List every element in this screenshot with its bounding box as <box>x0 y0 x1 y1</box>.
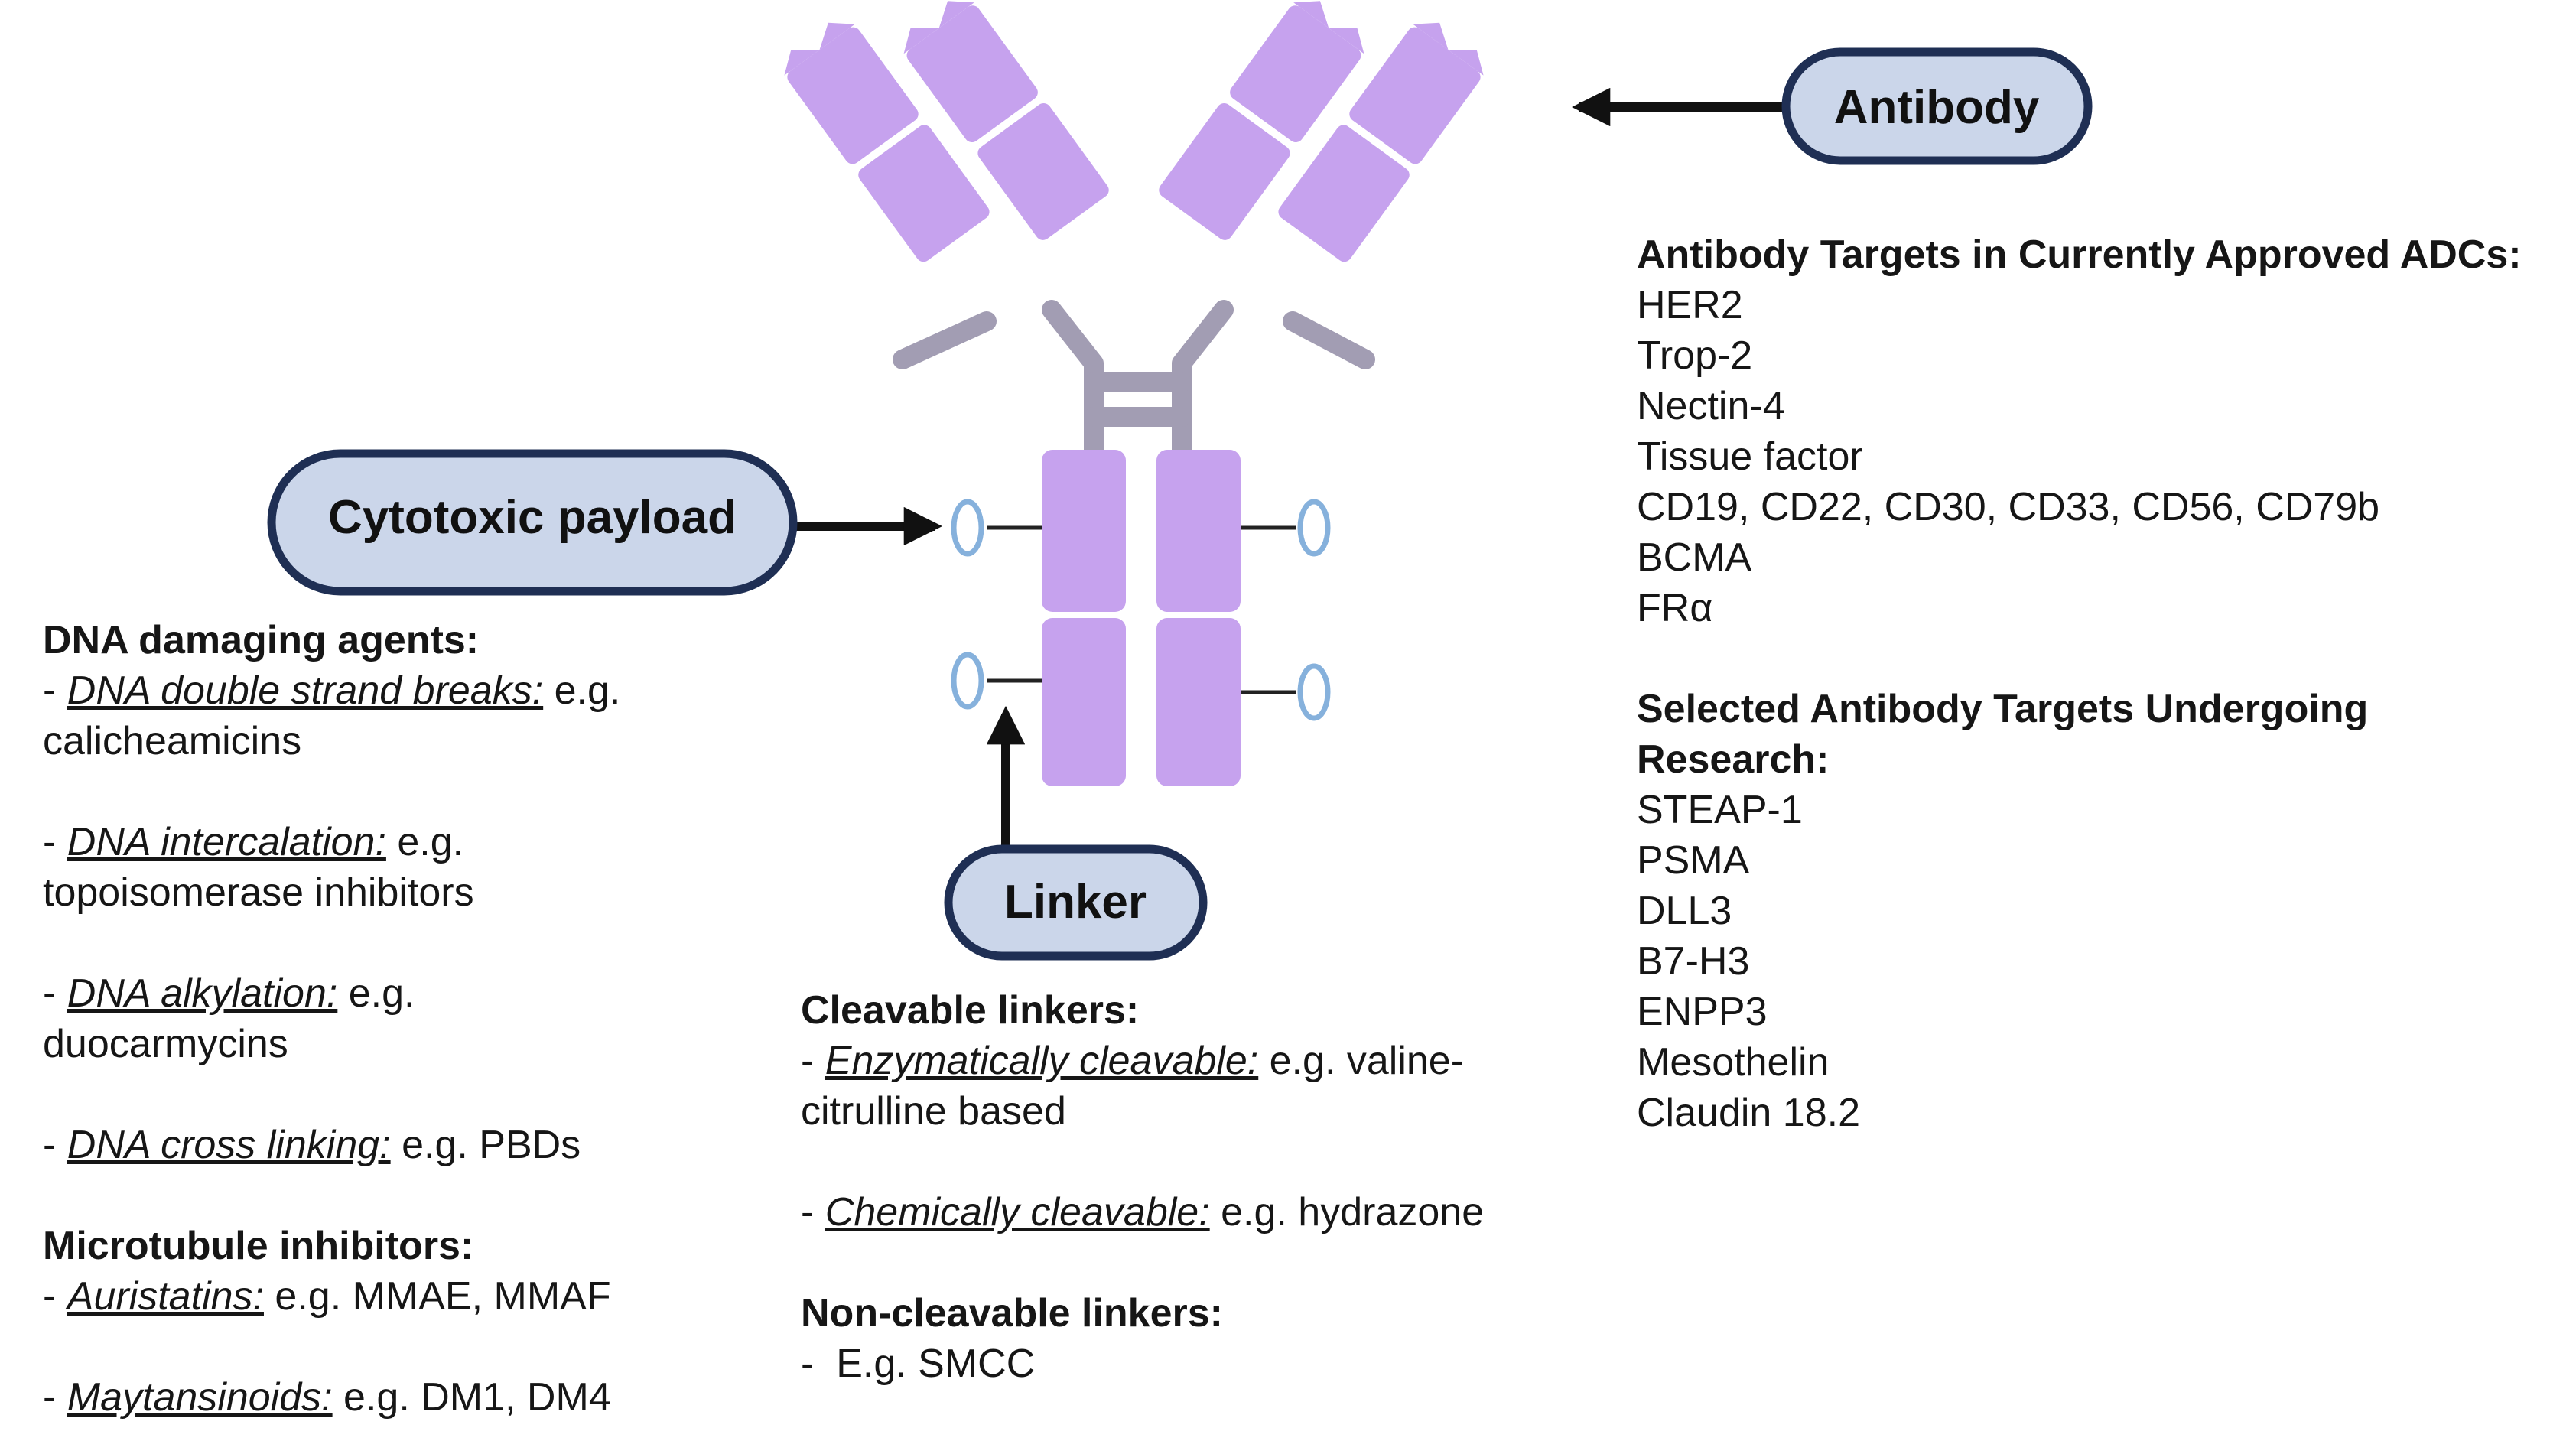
approved-target: HER2 <box>1637 283 1743 327</box>
payload-item-cont: duocarmycins <box>43 1022 288 1066</box>
payload-molecules <box>951 499 1331 721</box>
antibody-heading: Antibody Targets in Currently Approved A… <box>1637 233 2522 277</box>
payload-heading-2: Microtubule inhibitors: <box>43 1224 474 1268</box>
research-target: ENPP3 <box>1637 990 1768 1034</box>
payload-ellipse <box>951 652 984 710</box>
payload-item: - Auristatins: e.g. MMAE, MMAF <box>43 1274 611 1319</box>
approved-target: CD19, CD22, CD30, CD33, CD56, CD79b <box>1637 485 2380 529</box>
payload-label: Cytotoxic payload <box>328 491 737 544</box>
payload-heading: DNA damaging agents: <box>43 618 480 662</box>
research-heading: Selected Antibody Targets Undergoing <box>1637 687 2369 731</box>
payload-item-cont: topoisomerase inhibitors <box>43 870 474 915</box>
antibody-hinge <box>893 300 1375 461</box>
linker-heading: Cleavable linkers: <box>801 988 1140 1033</box>
linker-label-pill: Linker <box>944 844 1208 961</box>
payload-ellipse <box>1297 499 1331 557</box>
antibody-right-arm <box>1159 1 1484 262</box>
antibody-label: Antibody <box>1834 81 2040 134</box>
research-heading-cont: Research: <box>1637 737 1830 782</box>
antibody-left-arm <box>784 1 1109 262</box>
payload-ellipse <box>1297 663 1331 721</box>
payload-linkers <box>987 525 1296 694</box>
payload-item: - DNA intercalation: e.g. <box>43 820 464 864</box>
research-target: B7-H3 <box>1637 939 1750 984</box>
research-target: STEAP-1 <box>1637 788 1803 832</box>
payload-item-cont: calicheamicins <box>43 719 302 763</box>
payload-info: DNA damaging agents: - DNA double strand… <box>43 615 731 1423</box>
research-target: Claudin 18.2 <box>1637 1091 1860 1135</box>
approved-target: Tissue factor <box>1637 434 1863 479</box>
research-target: PSMA <box>1637 838 1750 883</box>
payload-label-pill: Cytotoxic payload <box>267 449 798 596</box>
linker-item: - E.g. SMCC <box>801 1342 1036 1386</box>
linker-label: Linker <box>1004 876 1147 929</box>
approved-target: FRα <box>1637 586 1713 630</box>
antibody-info: Antibody Targets in Currently Approved A… <box>1637 229 2566 1138</box>
research-target: DLL3 <box>1637 889 1732 933</box>
research-target: Mesothelin <box>1637 1040 1830 1085</box>
antibody-label-pill: Antibody <box>1781 47 2093 165</box>
payload-item: - Maytansinoids: e.g. DM1, DM4 <box>43 1375 611 1420</box>
linker-item: - Enzymatically cleavable: e.g. valine- <box>801 1039 1465 1083</box>
linker-item: - Chemically cleavable: e.g. hydrazone <box>801 1190 1485 1234</box>
payload-ellipse <box>951 499 984 557</box>
arrows <box>793 87 1786 849</box>
approved-target: Trop-2 <box>1637 333 1753 378</box>
payload-item: - DNA cross linking: e.g. PBDs <box>43 1123 581 1167</box>
linker-item-cont: citrulline based <box>801 1089 1066 1134</box>
antibody-fc <box>1042 450 1241 786</box>
approved-target: BCMA <box>1637 535 1752 580</box>
linker-heading-2: Non-cleavable linkers: <box>801 1291 1223 1335</box>
linker-info: Cleavable linkers: - Enzymatically cleav… <box>801 985 1612 1389</box>
payload-item: - DNA double strand breaks: e.g. <box>43 668 621 713</box>
approved-target: Nectin-4 <box>1637 384 1785 428</box>
payload-item: - DNA alkylation: e.g. <box>43 971 415 1016</box>
